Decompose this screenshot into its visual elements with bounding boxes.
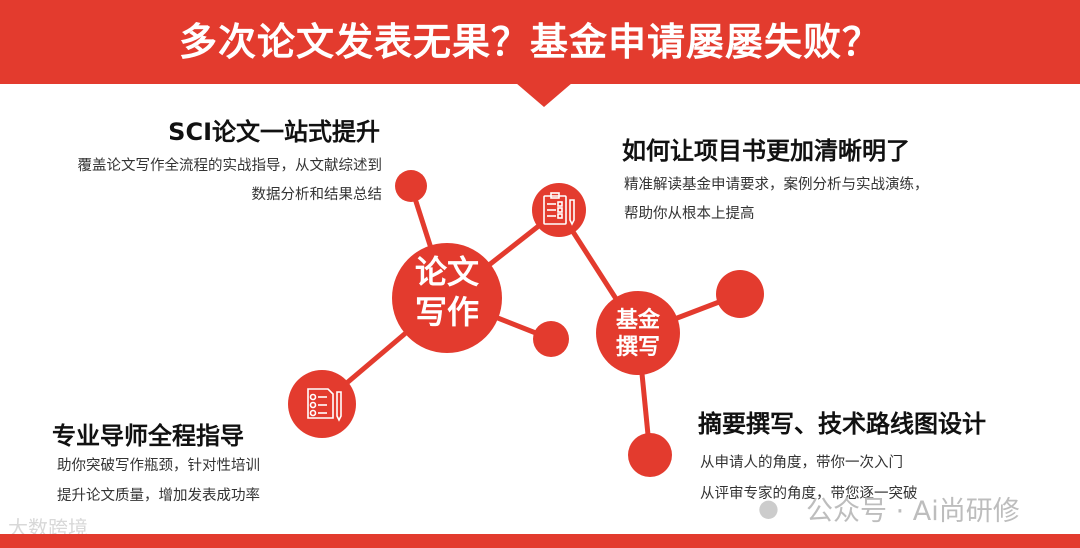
desc-line: 数据分析和结果总结 [251, 187, 383, 203]
node-small [628, 433, 672, 477]
fund-writing-line: 撰写 [615, 335, 660, 360]
node-icon-clipboard [532, 183, 586, 237]
node-small [716, 270, 764, 318]
section-desc-abstract: 从申请人的角度，带你一次入门 从评审专家的角度，带您逐一突破 [700, 448, 918, 510]
section-title-mentor: 专业导师全程指导 [52, 422, 244, 450]
section-title-abstract: 摘要撰写、技术路线图设计 [698, 410, 986, 438]
desc-line: 从评审专家的角度，带您逐一突破 [700, 486, 918, 502]
section-desc-mentor: 助你突破写作瓶颈，针对性培训 提升论文质量，增加发表成功率 [57, 451, 260, 511]
desc-line: 覆盖论文写作全流程的实战指导，从文献综述到 [77, 158, 383, 174]
node-paper-writing [392, 243, 502, 353]
header-banner [0, 0, 1080, 84]
banner-title: 多次论文发表无果？基金申请屡屡失败？ [178, 20, 881, 64]
desc-line: 助你突破写作瓶颈，针对性培训 [57, 458, 260, 474]
node-fund-writing [596, 291, 680, 375]
desc-line: 从申请人的角度，带你一次入门 [700, 455, 903, 471]
clipboard-checklist-icon [543, 192, 575, 226]
section-title-proposal: 如何让项目书更加清晰明了 [622, 137, 910, 165]
paper-writing-line: 写作 [414, 293, 479, 331]
paper-writing-label: 论文 写作 [392, 252, 502, 332]
section-desc-proposal: 精准解读基金申请要求，案例分析与实战演练， 帮助你从根本上提高 [624, 171, 929, 229]
paper-writing-line: 论文 [414, 253, 479, 291]
banner-pointer [516, 83, 572, 107]
node-icon-checklist [288, 370, 356, 438]
node-small [395, 170, 427, 202]
wechat-icon: ● [758, 494, 779, 522]
footer-band [0, 534, 1080, 548]
fund-writing-line: 基金 [615, 308, 660, 333]
section-title-sci: SCI论文一站式提升 [168, 118, 380, 146]
desc-line: 提升论文质量，增加发表成功率 [57, 488, 260, 504]
desc-line: 精准解读基金申请要求，案例分析与实战演练， [624, 177, 929, 193]
node-small [533, 321, 569, 357]
watermark-right: 公众号 · Ai尚研修 [806, 496, 1020, 527]
desc-line: 帮助你从根本上提高 [624, 206, 755, 222]
section-desc-sci: 覆盖论文写作全流程的实战指导，从文献综述到 数据分析和结果总结 [78, 152, 383, 210]
fund-writing-label: 基金 撰写 [596, 307, 680, 361]
checklist-pencil-icon [307, 388, 342, 422]
